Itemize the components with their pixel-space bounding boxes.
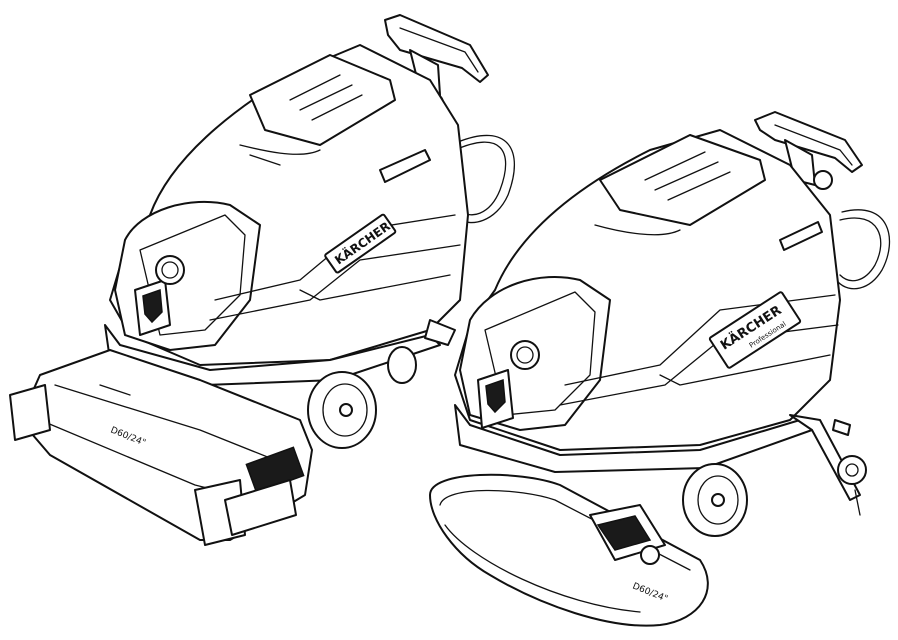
right-top-lid [599, 134, 766, 226]
right-disc-deck [429, 473, 709, 627]
left-scrubber: KÄRCHER D60/24" [9, 14, 516, 546]
right-control-knob [813, 170, 833, 190]
left-hose [454, 141, 507, 216]
left-shield-emblem [142, 288, 163, 324]
right-shield-emblem [485, 378, 506, 414]
left-top-lid [249, 54, 396, 146]
right-scrubber: KÄRCHER Professional D60/24" [429, 111, 891, 627]
right-hose [839, 217, 882, 282]
